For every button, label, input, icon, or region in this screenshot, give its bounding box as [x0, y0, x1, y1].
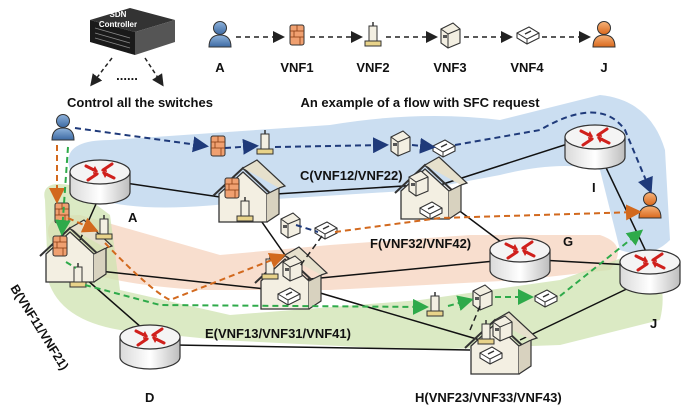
- flow-paths: [49, 111, 653, 331]
- sdn-controller-icon: SDN Controller: [90, 8, 175, 55]
- node-I-router: [563, 123, 627, 171]
- firewall-icon: [289, 24, 305, 46]
- node-label-D: D: [145, 390, 154, 405]
- node-label-G: G: [563, 234, 573, 249]
- server-icon: [440, 22, 461, 49]
- user-icon-blue: [208, 21, 232, 48]
- node-label-A: A: [128, 210, 138, 225]
- orange-region: [48, 215, 618, 290]
- user-icon-orange: [592, 21, 616, 48]
- node-label-I: I: [592, 180, 596, 195]
- source-user-icon: [51, 114, 75, 141]
- node-G-router: [488, 236, 552, 284]
- server-icon: [472, 284, 493, 311]
- controller-label-line2: Controller: [99, 20, 137, 29]
- sfc-label-J: J: [600, 60, 607, 75]
- node-label-H: H(VNF23/VNF33/VNF43): [415, 390, 562, 405]
- sfc-caption: An example of a flow with SFC request: [300, 95, 540, 110]
- node-label-C: C(VNF12/VNF22): [300, 168, 403, 183]
- switch-icon: [314, 221, 338, 240]
- blue-flow: [74, 127, 209, 153]
- node-A-router: [68, 158, 132, 206]
- firewall-icon: [224, 177, 240, 199]
- node-label-J: J: [650, 316, 657, 331]
- node-D-router: [118, 323, 182, 371]
- sfc-label-VNF1: VNF1: [280, 60, 313, 75]
- node-label-E: E(VNF13/VNF31/VNF41): [205, 326, 351, 341]
- sfc-chain: A VNF1 VNF2 VNF3 VNF4 J: [208, 21, 616, 75]
- node-label-F: F(VNF32/VNF42): [370, 236, 471, 251]
- controller-dots: ......: [116, 68, 138, 83]
- green-region: [44, 184, 663, 350]
- node-J-router: [618, 248, 682, 296]
- green-flow: [54, 146, 71, 236]
- controller-label-line1: SDN: [110, 10, 127, 19]
- controller-arrows: [90, 57, 164, 87]
- firewall-icon: [52, 235, 68, 257]
- sfc-label-VNF3: VNF3: [433, 60, 466, 75]
- plug-icon: [364, 21, 382, 47]
- controller-caption: Control all the switches: [67, 95, 213, 110]
- sfc-label-VNF4: VNF4: [510, 60, 544, 75]
- firewall-icon: [210, 135, 226, 157]
- sfc-label-A: A: [215, 60, 225, 75]
- sfc-label-VNF2: VNF2: [356, 60, 389, 75]
- switch-icon: [516, 26, 540, 45]
